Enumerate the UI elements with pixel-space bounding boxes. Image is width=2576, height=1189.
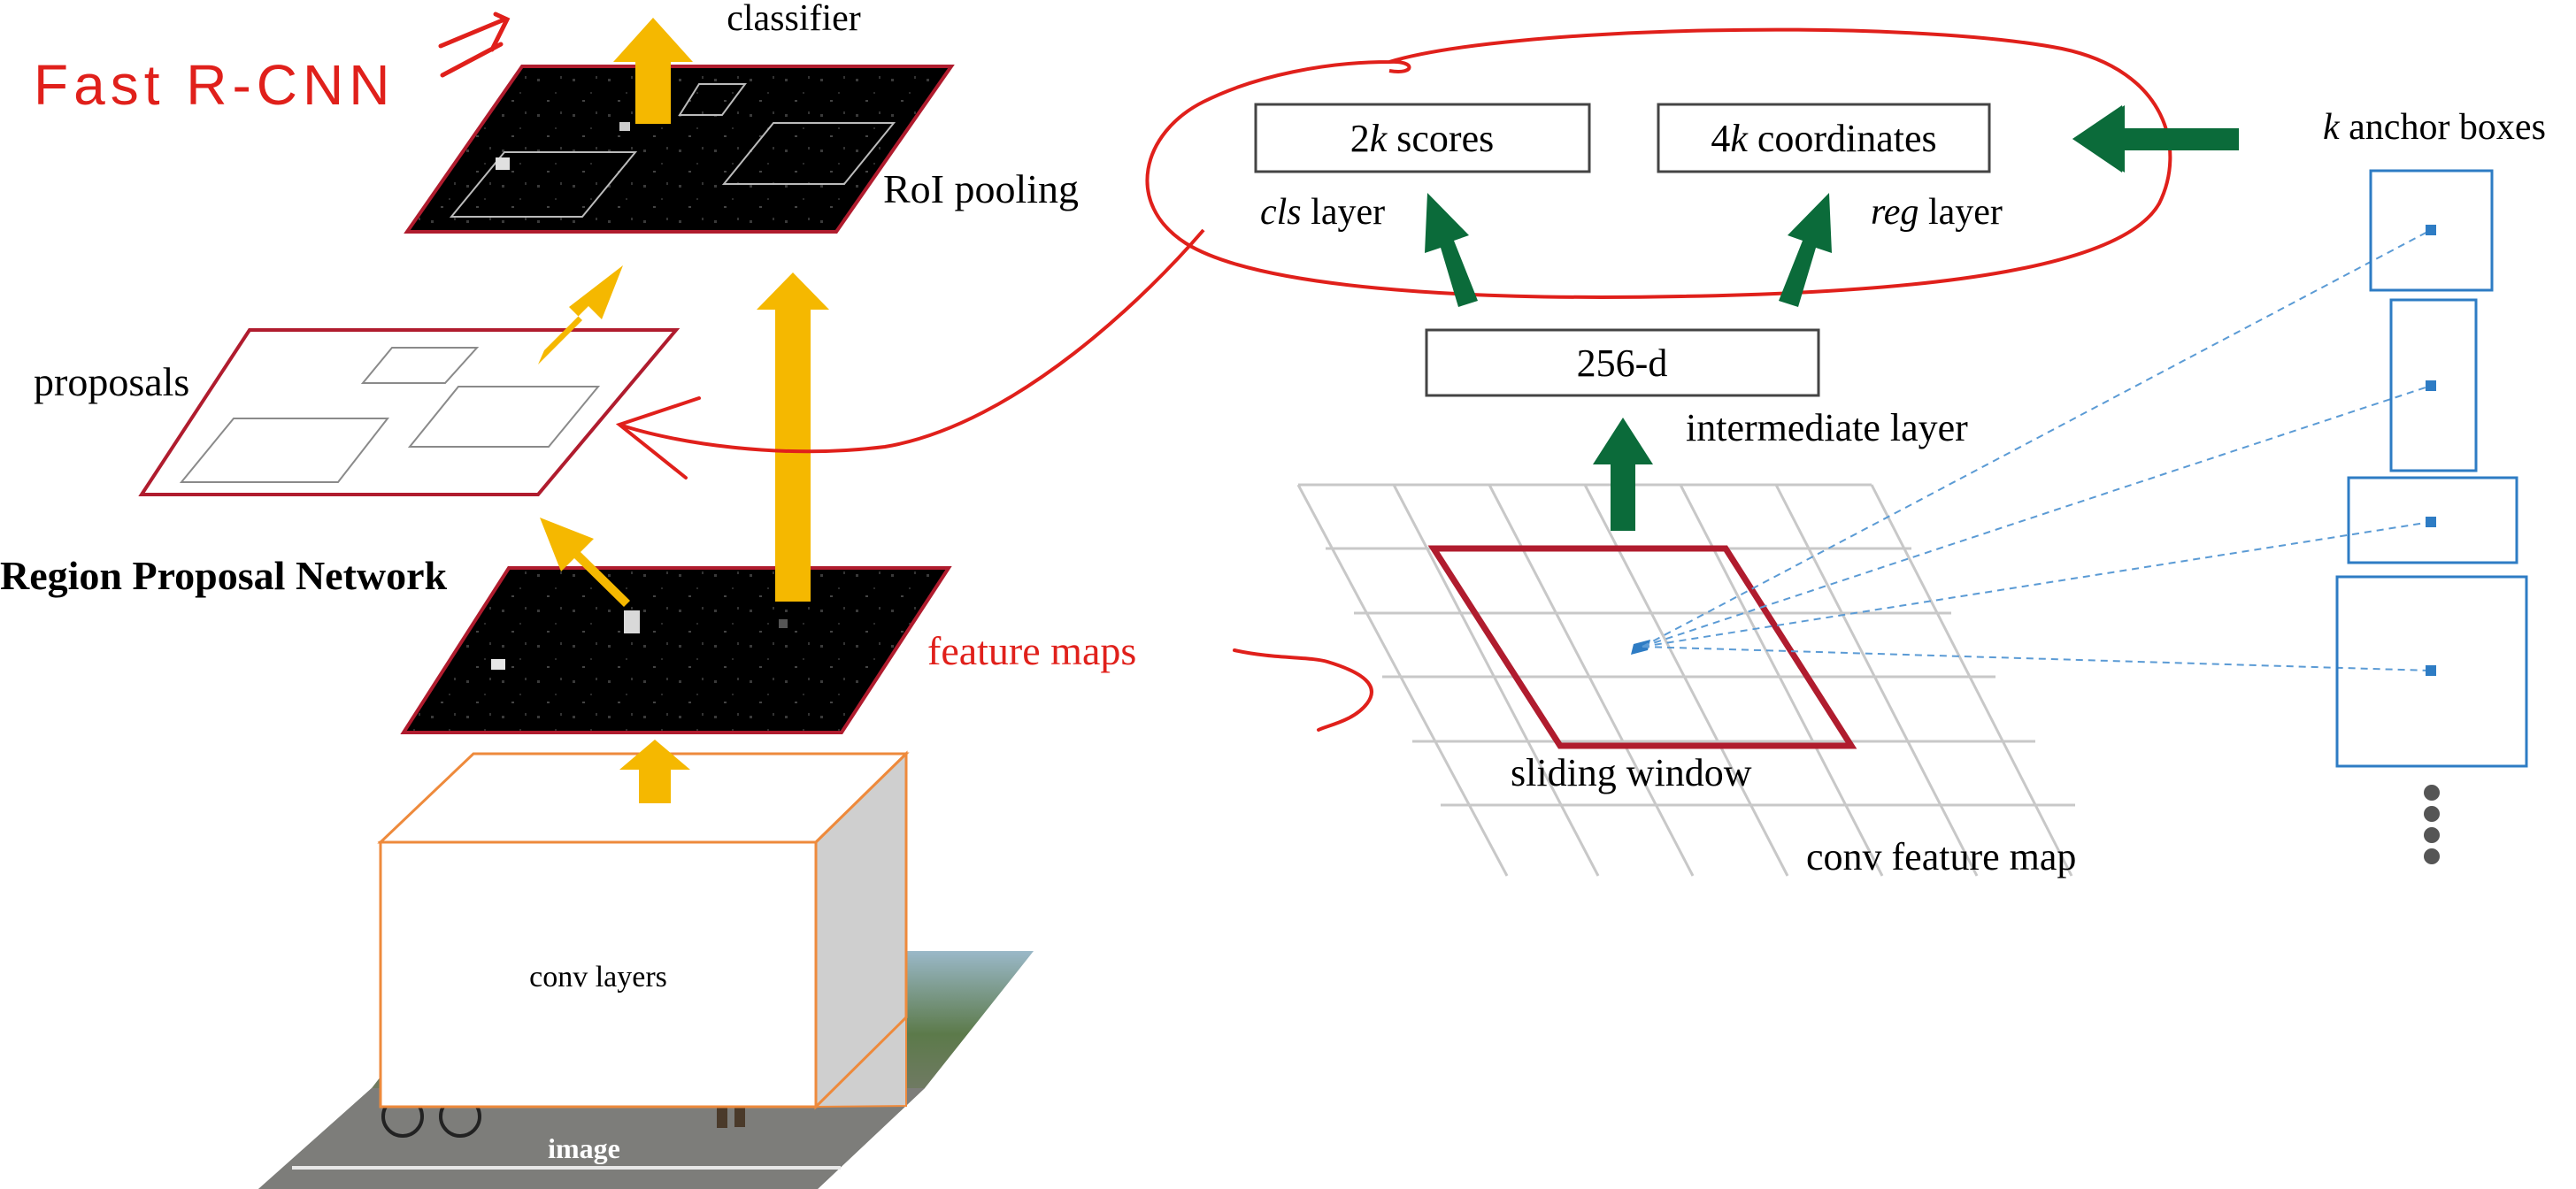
anchor-centers — [2426, 225, 2436, 676]
cls-scores-box: 2k scores — [1254, 103, 1591, 173]
arrow-intermediate-to-cls — [1425, 193, 1478, 307]
scores-k: k — [1370, 117, 1388, 160]
anchor-suffix: anchor boxes — [2340, 107, 2546, 148]
feature-maps-label: feature maps — [927, 628, 1136, 673]
highlight-ellipse-annotation — [615, 27, 2172, 479]
image-label: image — [548, 1132, 620, 1164]
proposals-plane — [138, 328, 681, 496]
scores-prefix: 2 — [1350, 117, 1370, 160]
cls-suffix: layer — [1302, 192, 1385, 233]
rpn-label: Region Proposal Network — [0, 553, 448, 598]
roi-pooling-plane — [404, 65, 955, 234]
reg-coords-label: 4k coordinates — [1711, 117, 1936, 160]
vertical-ellipsis-icon — [2424, 785, 2440, 864]
conv-layers-box: conv layers — [377, 750, 910, 1110]
cls-layer-label: cls layer — [1260, 192, 1385, 233]
coords-suffix: coordinates — [1748, 117, 1937, 160]
classifier-label: classifier — [727, 0, 861, 39]
cls-italic: cls — [1260, 192, 1302, 233]
anchor-box-4 — [2335, 575, 2528, 768]
reg-layer-label: reg layer — [1871, 192, 2003, 233]
roi-pooling-label: RoI pooling — [883, 166, 1079, 211]
window-center-marker — [1631, 640, 1650, 655]
sliding-window-label: sliding window — [1511, 751, 1752, 794]
arrow-intermediate-to-reg — [1779, 193, 1832, 307]
feature-maps-pointer — [1233, 648, 1373, 732]
anchor-box-1 — [2369, 169, 2494, 292]
conv-feature-map-label: conv feature map — [1806, 835, 2076, 878]
fast-rcnn-text: Fast R-CNN — [34, 53, 395, 117]
reg-coordinates-box: 4k coordinates — [1657, 103, 1991, 173]
feature-map-plane — [400, 566, 952, 734]
arrow-conv-to-feature — [619, 740, 690, 803]
proposals-label: proposals — [34, 359, 189, 404]
conv-layers-label: conv layers — [529, 961, 667, 993]
intermediate-layer-box: 256-d — [1425, 328, 1820, 397]
intermediate-box-label: 256-d — [1577, 341, 1668, 385]
arrow-feature-to-proposals — [540, 518, 630, 607]
anchor-k: k — [2323, 107, 2341, 148]
arrow-window-to-intermediate — [1593, 418, 1653, 531]
intermediate-layer-label: intermediate layer — [1686, 406, 1968, 449]
anchor-boxes — [2335, 169, 2528, 768]
scores-suffix: scores — [1387, 117, 1494, 160]
arrow-feature-to-roi — [757, 272, 829, 602]
fast-rcnn-annotation: Fast R-CNN — [34, 12, 511, 117]
arrow-proposals-to-roi — [538, 265, 623, 364]
anchor-boxes-label: k anchor boxes — [2323, 107, 2546, 148]
coords-prefix: 4 — [1711, 117, 1730, 160]
reg-suffix: layer — [1919, 192, 2002, 233]
coords-k: k — [1730, 117, 1749, 160]
reg-italic: reg — [1871, 192, 1919, 233]
arrow-roi-to-classifier — [613, 18, 693, 124]
anchor-box-3 — [2347, 476, 2518, 564]
anchor-projection-lines — [1642, 229, 2432, 671]
anchor-box-2 — [2389, 298, 2478, 472]
sliding-window — [1427, 545, 1857, 749]
anchors-arrow-shape — [2072, 105, 2239, 173]
conv-feature-map-grid — [1296, 483, 2075, 877]
cls-scores-label: 2k scores — [1350, 117, 1495, 160]
